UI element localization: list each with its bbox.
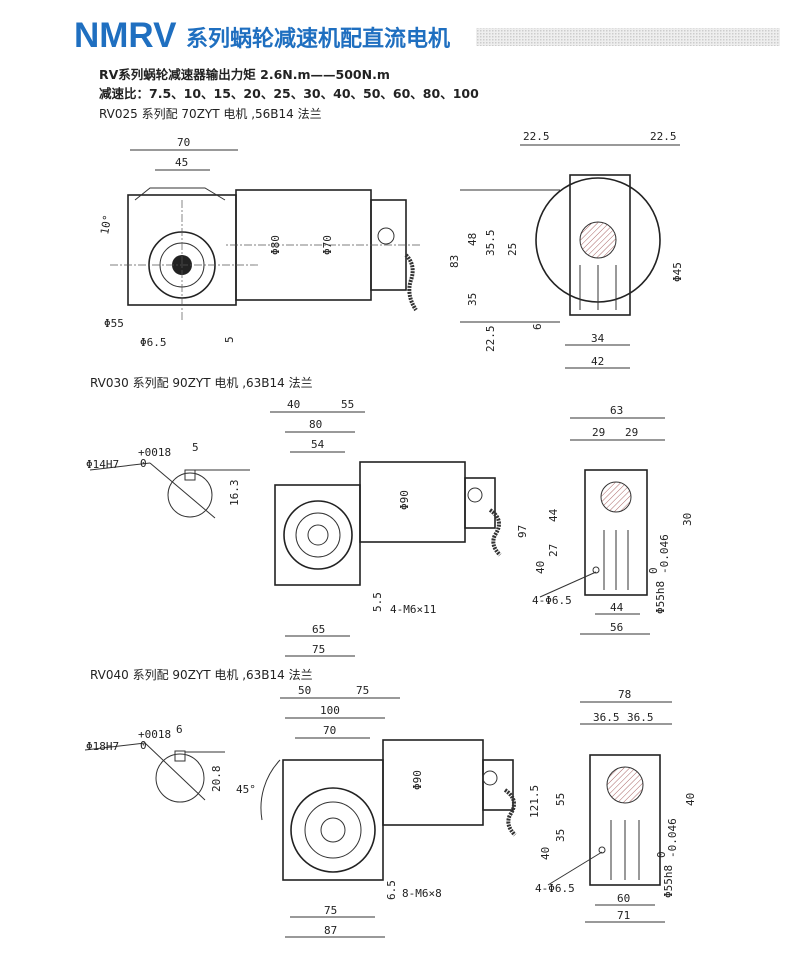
dim: 34 [591,332,605,345]
dim: 4-Φ6.5 [532,594,572,607]
rv040-side-view [260,697,517,938]
dim: 75 [324,904,337,917]
dim: 35.5 [484,230,497,257]
dim: 121.5 [528,785,541,818]
dim: 48 [466,233,479,246]
keyway-depth: 20.8 [210,766,223,793]
ratio-list: 减速比：7.5、10、15、20、25、30、40、50、60、80、100 [99,86,479,101]
dim: 4-M6×11 [390,603,436,616]
rv025-end-view [460,144,680,369]
brand-title: NMRV [74,16,177,55]
dim: 29 [625,426,638,439]
dim: Φ55 [104,317,124,330]
tolerance-lower: -0.046 [658,534,671,574]
rv040-end-view [547,701,672,923]
rv040-shaft-detail [84,742,225,803]
rv030-side-view [270,411,502,657]
dim: 97 [516,525,529,538]
dim: 70 [177,136,190,149]
dim: 40 [287,398,300,411]
dim: 22.5 [523,130,550,143]
dim: 44 [610,601,624,614]
dim: 44 [547,508,560,522]
dim: 5.5 [371,592,384,612]
rv030-shaft-detail [89,462,250,519]
rv025-side-view [110,149,420,320]
tolerance-upper: +0018 [138,446,171,459]
tolerance-upper: 0 [647,567,660,574]
section-caption-rv040: RV040 系列配 90ZYT 电机 ,63B14 法兰 [90,668,313,682]
tolerance-lower: 0 [140,739,147,752]
tolerance-lower: -0.046 [666,818,679,858]
keyway-width: 5 [192,441,199,454]
dim: 6 [531,323,544,330]
dim: 55 [554,793,567,806]
dim: 70 [323,724,336,737]
dim: 65 [312,623,325,636]
shaft-bore-dim: Φ18H7 [86,740,119,753]
dim: 25 [506,243,519,256]
dim: 87 [324,924,337,937]
dim: 54 [311,438,325,451]
rv030-end-view [539,417,665,635]
dim: 50 [298,684,311,697]
dim: 78 [618,688,631,701]
dim: 36.5 [593,711,620,724]
dim: 55 [341,398,354,411]
dim: 71 [617,909,630,922]
dim: 10° [98,214,114,236]
dim: 42 [591,355,604,368]
dim: Φ70 [321,235,334,255]
dim: 83 [448,255,461,268]
dim: Φ45 [671,262,684,282]
section-caption-rv025: RV025 系列配 70ZYT 电机 ,56B14 法兰 [99,107,322,121]
section-caption-rv030: RV030 系列配 90ZYT 电机 ,63B14 法兰 [90,376,313,390]
torque-range: RV系列蜗轮减速器输出力矩 2.6N.m——500N.m [99,67,390,82]
dim: 35 [554,829,567,842]
dim: 80 [309,418,322,431]
dim: 40 [684,793,697,806]
dim: Φ6.5 [140,336,167,349]
dim: 27 [547,544,560,557]
dim: 45 [175,156,188,169]
dim: 75 [312,643,325,656]
dim: 30 [681,513,694,526]
page-title: 系列蜗轮减速机配直流电机 [186,26,450,52]
dim: 22.5 [484,326,497,353]
dim: 40 [534,561,547,574]
dim: 75 [356,684,369,697]
tolerance-upper: 0 [655,851,668,858]
dim: 5 [223,336,236,343]
dim: 4-Φ6.5 [535,882,575,895]
dim: Φ55h8 [654,581,667,614]
dim: 36.5 [627,711,654,724]
dim: 22.5 [650,130,677,143]
dim: 29 [592,426,605,439]
header-decor-bar [476,28,780,46]
tolerance-upper: +0018 [138,728,171,741]
dim: 35 [466,293,479,306]
keyway-width: 6 [176,723,183,736]
dim: Φ90 [398,490,411,510]
dim: 45° [236,783,256,796]
dim: 56 [610,621,623,634]
tolerance-lower: 0 [140,457,147,470]
dim: 6.5 [385,880,398,900]
dim: Φ90 [411,770,424,790]
dim: 63 [610,404,623,417]
dim: 60 [617,892,630,905]
dim: Φ55h8 [662,865,675,898]
dim: 100 [320,704,340,717]
dim: Φ80 [269,235,282,255]
shaft-bore-dim: Φ14H7 [86,458,119,471]
keyway-depth: 16.3 [228,480,241,507]
dim: 8-M6×8 [402,887,442,900]
dim: 40 [539,847,552,860]
